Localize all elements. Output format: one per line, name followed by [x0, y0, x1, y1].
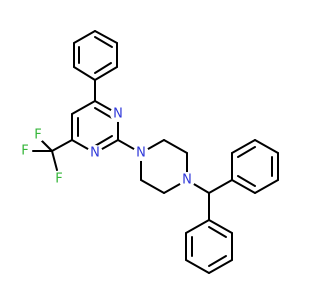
phenyl-ring-top: [73, 30, 118, 81]
aromatic-inner-bond: [208, 226, 227, 238]
nitrogen-label: N: [182, 173, 192, 188]
bond: [254, 179, 279, 194]
aromatic-inner-bond: [94, 36, 113, 48]
label-mask: [18, 144, 32, 158]
bond: [40, 139, 53, 152]
fluorine-label: F: [34, 128, 41, 143]
bond: [208, 259, 233, 274]
label-mask: [52, 172, 66, 186]
fluorine-label: F: [55, 172, 62, 187]
aromatic-inner-bond: [237, 146, 256, 158]
bond: [231, 179, 256, 194]
label-mask: [87, 145, 103, 161]
label-mask: [133, 145, 149, 161]
bond: [51, 150, 58, 171]
nitrogen-label: N: [136, 146, 146, 161]
pyrimidine-to-cf3-bond: [51, 139, 73, 152]
bond: [254, 139, 279, 154]
phenyl-ring-right: [208, 139, 279, 194]
aromatic-inner-bond: [208, 255, 227, 267]
bond: [73, 66, 96, 81]
bond: [73, 30, 96, 44]
nitrogen-label: N: [90, 146, 100, 161]
label-masks: [18, 106, 195, 188]
bond: [185, 259, 210, 274]
aromatic-inner-bond: [94, 135, 113, 147]
bond: [94, 30, 118, 44]
aromatic-inner-bond: [94, 107, 113, 119]
label-mask: [179, 172, 195, 188]
bond: [94, 66, 118, 81]
piperazine-ring: [140, 139, 210, 194]
bond: [185, 219, 210, 234]
bond: [231, 139, 256, 154]
methine-to-phenyl-bond: [208, 179, 233, 194]
trifluoromethyl-group: [32, 139, 58, 171]
atom-labels: N N N N F F F: [21, 107, 192, 188]
bond: [71, 100, 96, 115]
label-mask: [110, 106, 126, 122]
bond: [163, 139, 188, 154]
aromatic-inner-bond: [237, 175, 256, 187]
aromatic-inner-bond: [94, 62, 112, 74]
bond: [208, 219, 233, 234]
label-mask: [31, 128, 45, 142]
chemical-structure-diagram: N N N N F F F: [18, 30, 279, 274]
fluorine-label: F: [21, 144, 28, 159]
bond: [140, 179, 165, 194]
phenyl-ring-bottom: [185, 192, 233, 274]
nitrogen-label: N: [113, 107, 123, 122]
pyrimidine-ring: [51, 79, 142, 154]
